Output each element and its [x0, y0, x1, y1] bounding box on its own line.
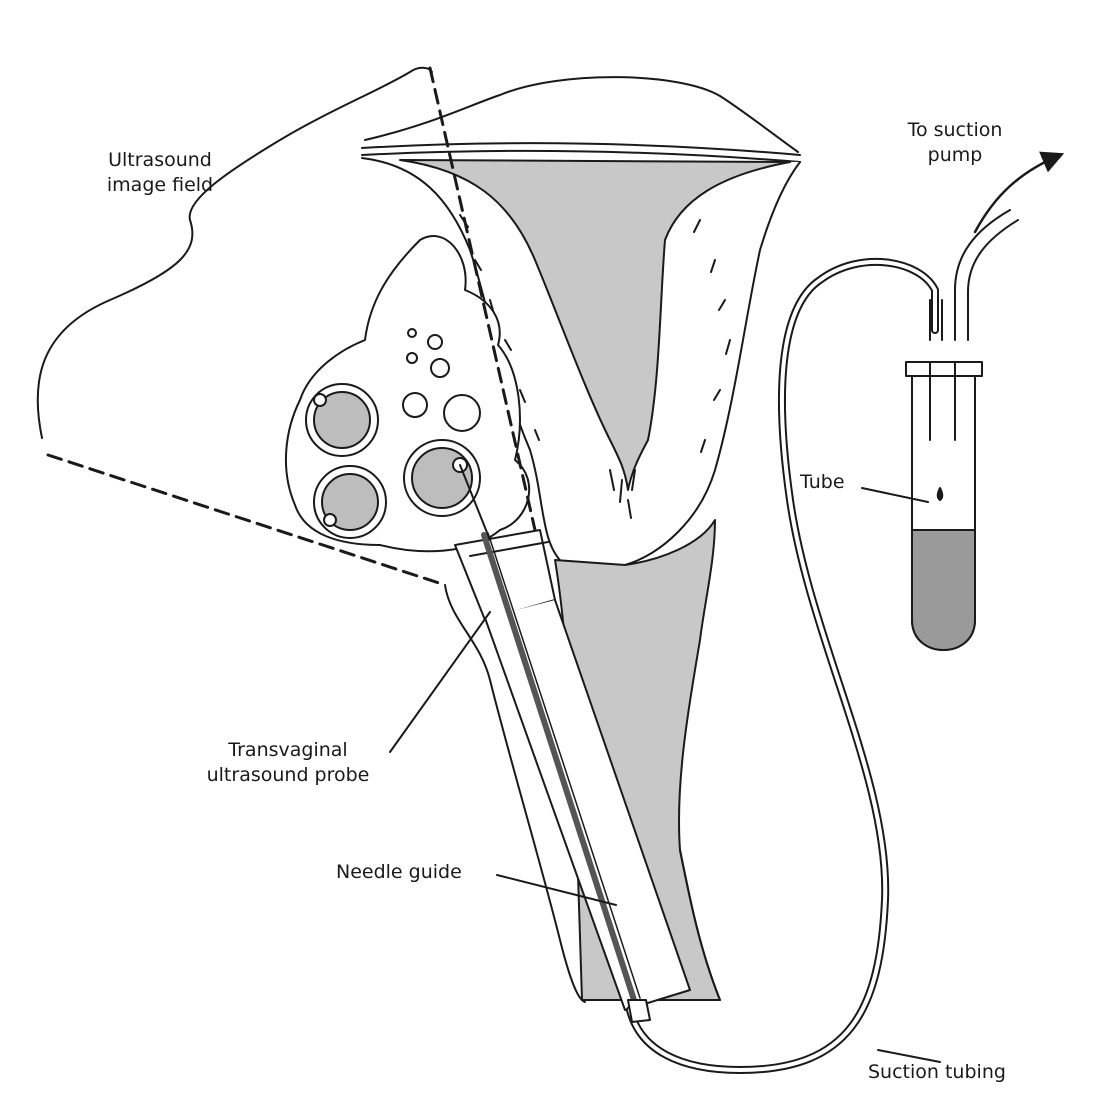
label-suction-tubing: Suction tubing [868, 1060, 1006, 1085]
label-ultrasound-image-field: Ultrasound image field [70, 148, 250, 198]
follicle-1 [306, 384, 378, 456]
label-to-suction-pump: To suction pump [880, 118, 1030, 168]
collection-tube [906, 362, 982, 650]
uterine-fundus [365, 77, 798, 152]
probe-leader-line [390, 612, 490, 752]
label-needle-guide: Needle guide [336, 860, 462, 885]
label-transvaginal-probe: Transvaginal ultrasound probe [178, 738, 398, 788]
follicle-3 [404, 440, 480, 516]
follicle-2 [314, 466, 386, 538]
label-tube: Tube [800, 470, 845, 495]
